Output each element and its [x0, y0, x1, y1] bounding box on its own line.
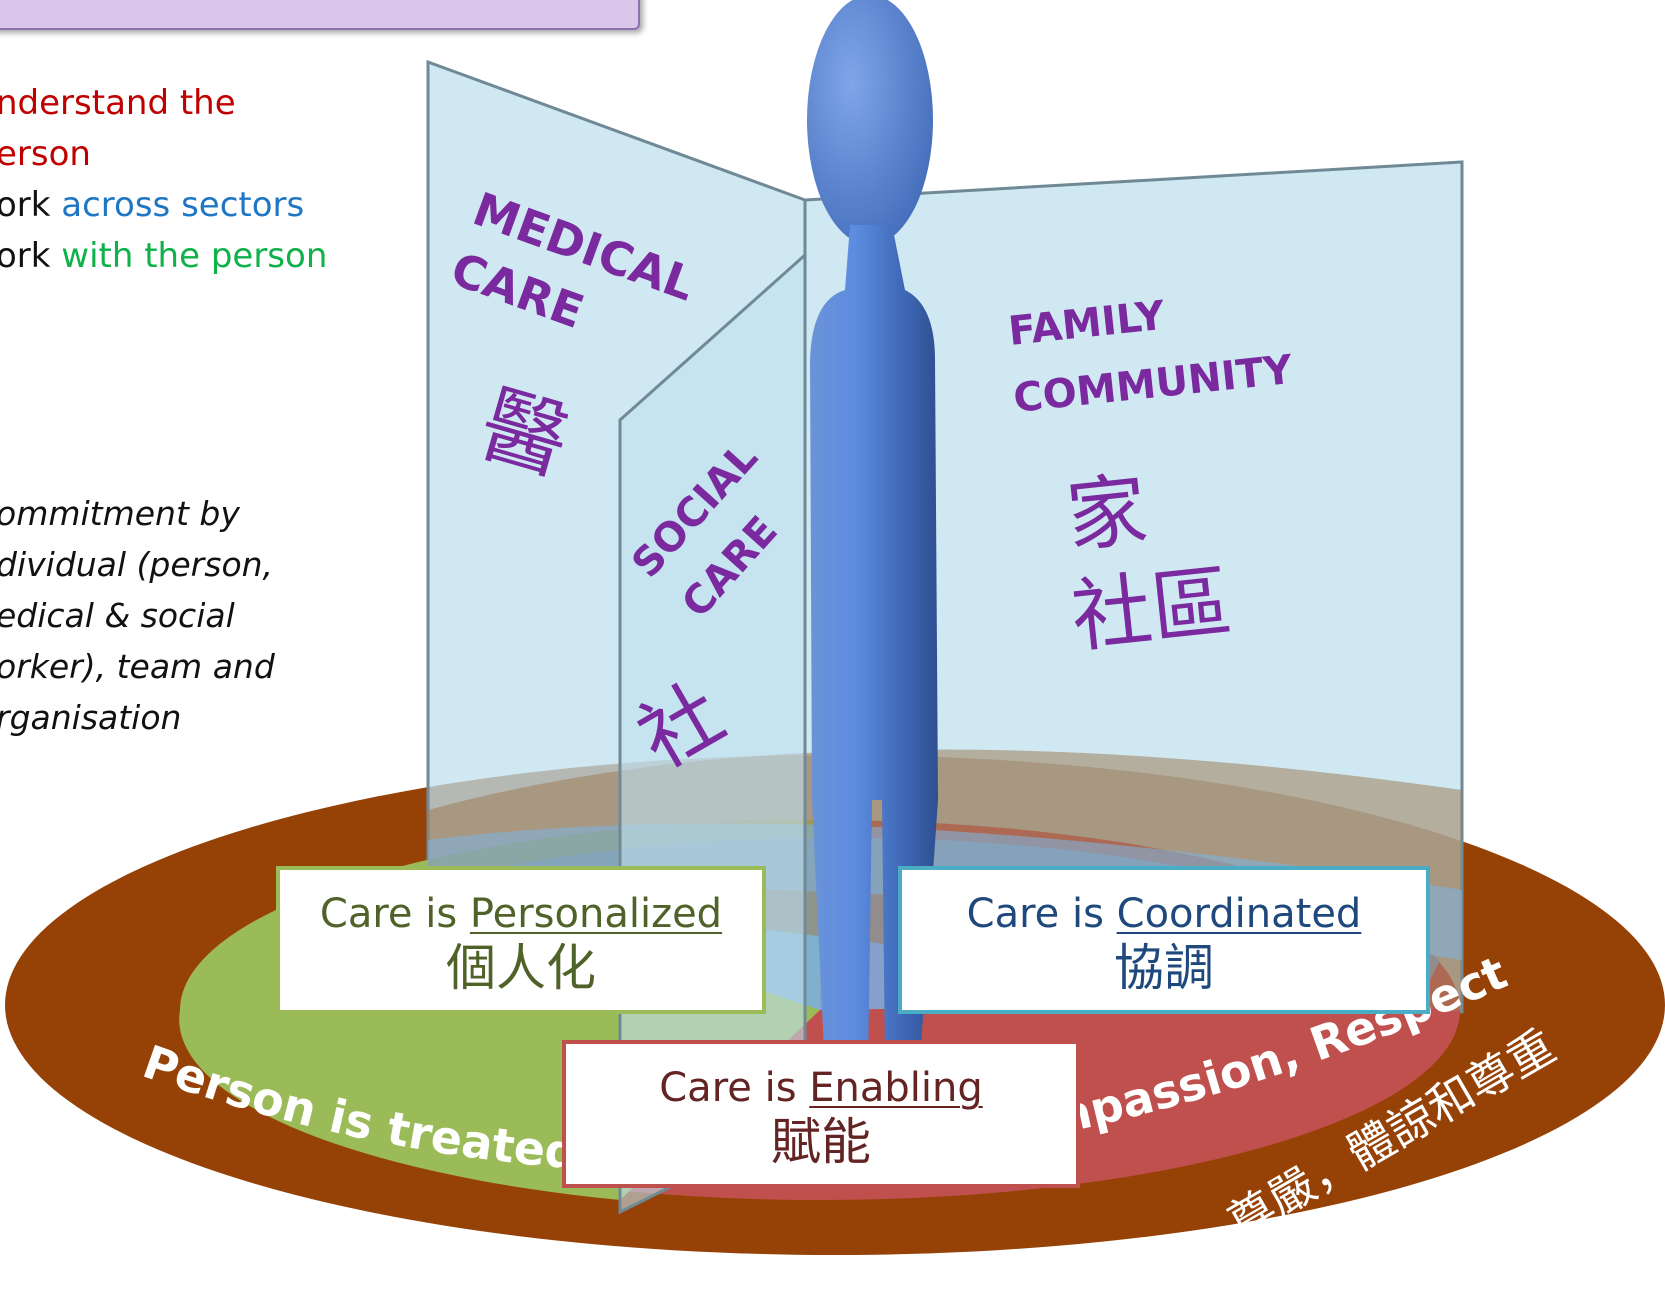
family-label-zh-1: 家: [1062, 463, 1151, 564]
principle-understand-line-1: nderstand the: [0, 83, 236, 123]
commitment-text: ommitment by dividual (person, edical & …: [0, 488, 326, 743]
commitment-line: ommitment by: [0, 494, 240, 533]
figure-body: [810, 225, 938, 1078]
principle-work-with: ork with the person: [0, 236, 328, 276]
care-enabling-box: Care is Enabling 賦能: [562, 1040, 1080, 1188]
commitment-line: rganisation: [0, 698, 182, 737]
principle-work-across: ork across sectors: [0, 185, 305, 225]
family-label-zh-2: 社區: [1067, 555, 1236, 664]
care-enabling-title: Care is Enabling: [659, 1065, 983, 1111]
care-coordinated-zh: 協調: [1114, 939, 1214, 997]
title-box: [0, 0, 640, 30]
care-enabling-zh: 賦能: [771, 1113, 871, 1171]
care-coordinated-title: Care is Coordinated: [966, 891, 1362, 937]
principles-list: nderstand the erson ork across sectors o…: [0, 78, 327, 282]
care-personalized-box: Care is Personalized 個人化: [276, 866, 766, 1014]
principle-understand-line-2: erson: [0, 134, 91, 174]
care-personalized-title: Care is Personalized: [319, 891, 723, 937]
commitment-line: edical & social: [0, 596, 235, 635]
commitment-line: orker), team and: [0, 647, 275, 686]
care-coordinated-box: Care is Coordinated 協調: [898, 866, 1430, 1014]
figure-head: [807, 0, 933, 245]
commitment-line: dividual (person,: [0, 545, 274, 584]
care-personalized-zh: 個人化: [446, 939, 596, 997]
person-figure: [807, 0, 938, 1078]
